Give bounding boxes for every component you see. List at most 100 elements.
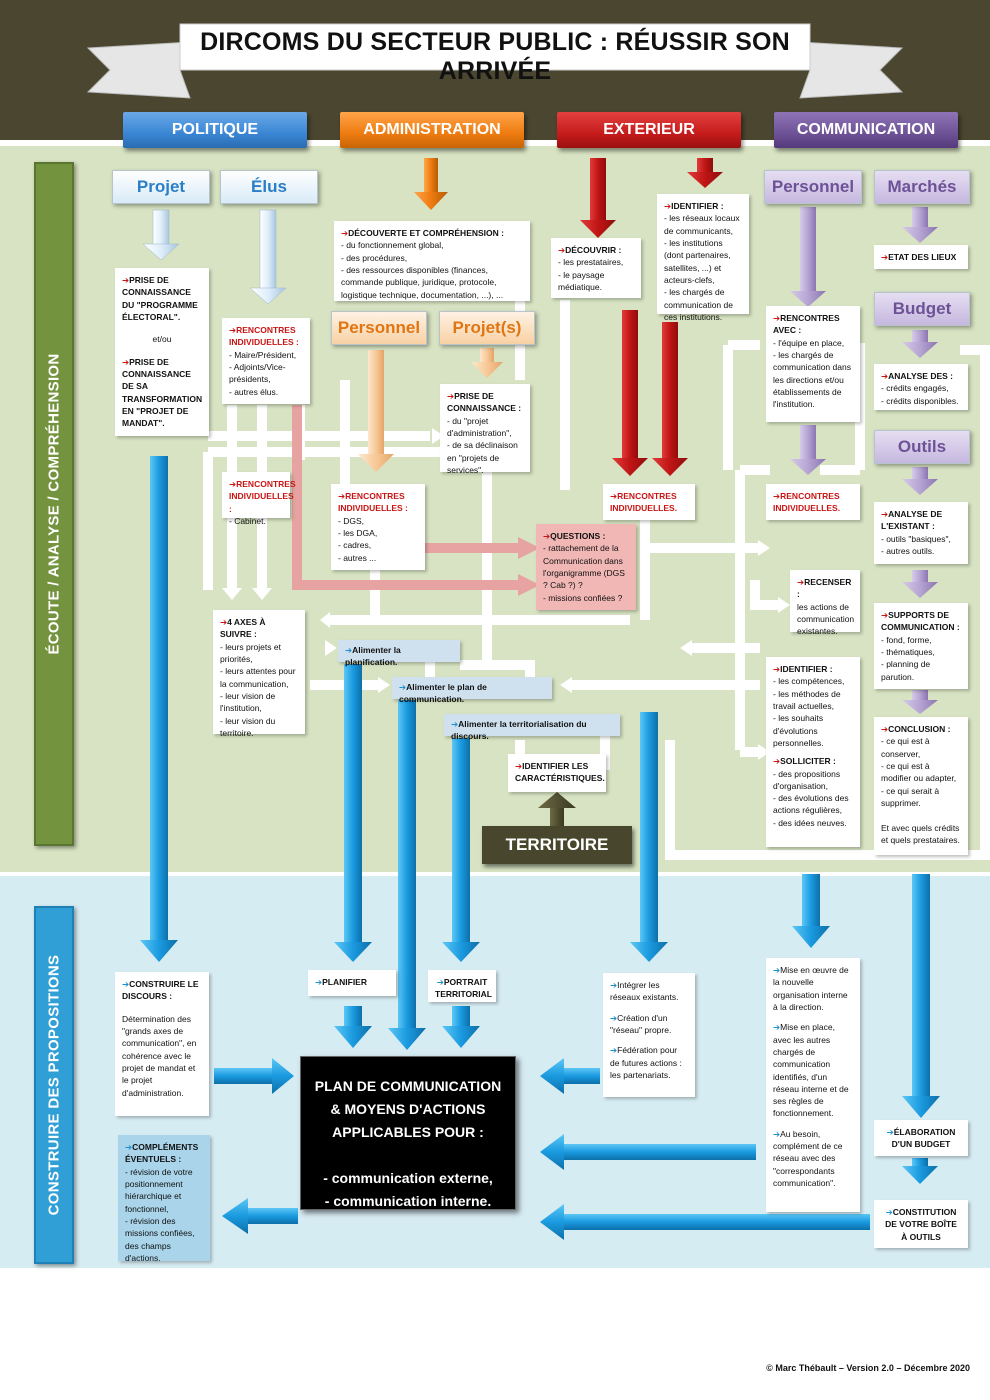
box-portrait: PORTRAIT TERRITORIAL [428,970,496,1002]
box-axes-head: 4 AXES À SUIVRE : [220,616,298,641]
box-conclusion-head: CONCLUSION : [881,723,961,735]
pink-arrows [292,405,540,596]
box-decouvrir: DÉCOUVRIR : - les prestataires, - le pay… [551,238,641,298]
box-analyse-existant-body: - outils "basiques", - autres outils. [881,533,951,556]
box-conclusion-body: - ce qui est à conserver, - ce qui est à… [881,736,960,845]
box-alim-planif: Alimenter la planification. [338,640,460,667]
box-prise-programme: PRISE DE CONNAISSANCE DU "PROGRAMME ÉLEC… [115,268,209,436]
box-questions-body: - rattachement de la Communication dans … [543,543,625,603]
politique-arrows [142,209,287,305]
box-decouverte: DÉCOUVERTE ET COMPRÉHENSION : - du fonct… [334,221,530,301]
box-complements-head: COMPLÉMENTS ÉVENTUELS : [125,1141,203,1166]
box-questions: QUESTIONS : - rattachement de la Communi… [536,524,636,610]
header-administration: ADMINISTRATION [340,112,524,148]
box-recenser-head: RECENSER : [797,576,853,601]
box-rencontres-ext-head: RENCONTRES INDIVIDUELLES. [610,490,688,515]
box-alim-terr-head: Alimenter la territorialisation du disco… [451,718,613,743]
box-mise-oeuvre-p3: Au besoin, complément de ce réseau avec … [773,1128,853,1190]
side-label-proposals: CONSTRUIRE DES PROPOSITIONS [34,906,74,1264]
box-rencontres-cabinet-body: - Cabinet. [229,515,266,526]
box-supports-body: - fond, forme, - thématiques, - planning… [881,634,935,682]
page-title: DIRCOMS DU SECTEUR PUBLIC : RÉUSSIR SON … [200,28,790,85]
box-identifier-carac-head: IDENTIFIER LES CARACTÉRISTIQUES. [515,760,605,785]
box-planifier: PLANIFIER [308,970,396,996]
box-identifier-comp-head2: SOLLICITER : [773,755,853,767]
box-conclusion: CONCLUSION : - ce qui est à conserver, -… [874,717,968,855]
box-rencontres-pers-head: RENCONTRES INDIVIDUELLES. [773,490,853,515]
box-elaboration: ÉLABORATION D'UN BUDGET [874,1120,968,1156]
box-identifier-comp-head: IDENTIFIER : [773,663,853,675]
box-identifier-comp: IDENTIFIER : - les compétences, - les mé… [766,657,860,847]
box-rencontres-dgs-head: RENCONTRES INDIVIDUELLES : [338,490,418,515]
box-identifier-comp-body: - les compétences, - les méthodes de tra… [773,676,845,748]
box-rencontres-pers: RENCONTRES INDIVIDUELLES. [766,484,860,520]
box-integrer-p2: Création d'un "réseau" propre. [610,1012,688,1037]
territoire-arrow [538,792,576,826]
subheader-personnel-admin: Personnel [331,311,427,345]
box-construire-head: CONSTRUIRE LE DISCOURS : [122,978,202,1003]
box-rencontres-elus-body: - Maire/Président, - Adjoints/Vice-prési… [229,349,297,397]
box-integrer-p3: Fédération pour de futures actions : les… [610,1044,688,1081]
box-rencontres-ext: RENCONTRES INDIVIDUELLES. [603,484,695,520]
box-construire: CONSTRUIRE LE DISCOURS : Détermination d… [115,972,209,1116]
box-analyse-credits-body: - crédits engagés, - crédits disponibles… [881,383,959,406]
box-prise-admin-head: PRISE DE CONNAISSANCE : [447,390,523,415]
admin-sub-arrows [358,348,503,472]
subheader-projets-admin: Projet(s) [439,311,535,345]
box-etat-lieux: ETAT DES LIEUX [874,245,968,269]
admin-arrow [414,158,448,210]
box-rencontres-comm: RENCONTRES AVEC : - l'équipe en place, -… [766,306,860,422]
subheader-personnel-comm: Personnel [764,170,862,204]
box-axes-body: - leurs projets et priorités, - leurs at… [220,641,296,738]
plan-communication-block: PLAN DE COMMUNICATION & MOYENS D'ACTIONS… [300,1056,516,1210]
box-planifier-head: PLANIFIER [315,976,389,988]
box-prise-admin: PRISE DE CONNAISSANCE : - du "projet d'a… [440,384,530,475]
box-construire-body: Détermination des "grands axes de commun… [122,1013,197,1098]
box-alim-planif-head: Alimenter la planification. [345,644,453,669]
box-integrer: Intégrer les réseaux existants. Création… [603,973,695,1097]
box-prise-programme-head: PRISE DE CONNAISSANCE DU "PROGRAMME ÉLEC… [122,274,202,323]
box-identifier-ext-body: - les réseaux locaux de communicants, - … [664,213,740,322]
box-decouverte-body: - du fonctionnement global, - des procéd… [341,240,504,300]
box-complements-body: - révision de votre positionnement hiéra… [125,1166,195,1263]
territoire-block: TERRITOIRE [482,826,632,864]
box-alim-plan-head: Alimenter le plan de communication. [399,681,545,706]
box-axes: 4 AXES À SUIVRE : - leurs projets et pri… [213,610,305,738]
box-etat-lieux-head: ETAT DES LIEUX [881,251,961,263]
box-constitution-head: CONSTITUTION DE VOTRE BOÎTE À OUTILS [881,1206,961,1243]
box-recenser: RECENSER : les actions de communication … [790,570,860,636]
box-portrait-head: PORTRAIT TERRITORIAL [435,976,492,1001]
box-rencontres-elus-head: RENCONTRES INDIVIDUELLES : [229,324,303,349]
box-complements: COMPLÉMENTS ÉVENTUELS : - révision de vo… [118,1135,210,1263]
box-recenser-body: les actions de communication existantes. [797,601,855,637]
box-prise-admin-body: - du "projet d'administration", - de sa … [447,415,518,475]
box-rencontres-cabinet: RENCONTRES INDIVIDUELLES : - Cabinet. [222,472,296,526]
box-identifier-ext-head: IDENTIFIER : [664,200,742,212]
subheader-marches: Marchés [874,170,970,204]
box-supports: SUPPORTS DE COMMUNICATION : - fond, form… [874,603,968,689]
subheader-budget: Budget [874,292,970,326]
exterior-arrows [580,158,723,476]
box-prise-programme-head2: PRISE DE CONNAISSANCE DE SA TRANSFORMATI… [122,356,202,430]
box-mise-oeuvre-p1: Mise en œuvre de la nouvelle organisatio… [773,964,853,1013]
box-rencontres-dgs-body: - DGS, - les DGA, - cadres, - autres ... [338,515,378,563]
box-rencontres-comm-body: - l'équipe en place, - les chargés de co… [773,337,851,410]
box-constitution: CONSTITUTION DE VOTRE BOÎTE À OUTILS [874,1200,968,1248]
box-analyse-credits: ANALYSE DES : - crédits engagés, - crédi… [874,364,968,410]
box-elaboration-head: ÉLABORATION D'UN BUDGET [881,1126,961,1151]
box-prise-programme-or: et/ou [152,334,172,345]
box-rencontres-comm-head: RENCONTRES AVEC : [773,312,853,337]
header-exterieur: EXTERIEUR [557,112,741,148]
credit-text: © Marc Thébault – Version 2.0 – Décembre… [766,1363,970,1373]
title-banner [86,23,904,99]
box-decouvrir-body: - les prestataires, - le paysage médiati… [558,257,624,292]
box-identifier-ext: IDENTIFIER : - les réseaux locaux de com… [657,194,749,322]
side-label-listening: ÉCOUTE / ANALYSE / COMPRÉHENSION [34,162,74,846]
side-label-listening-text: ÉCOUTE / ANALYSE / COMPRÉHENSION [45,353,63,655]
side-label-proposals-text: CONSTRUIRE DES PROPOSITIONS [45,954,63,1216]
box-integrer-p1: Intégrer les réseaux existants. [610,979,688,1004]
box-rencontres-dgs: RENCONTRES INDIVIDUELLES : - DGS, - les … [331,484,425,570]
box-rencontres-cabinet-head: RENCONTRES INDIVIDUELLES : [229,478,296,515]
subheader-projet: Projet [112,170,210,204]
